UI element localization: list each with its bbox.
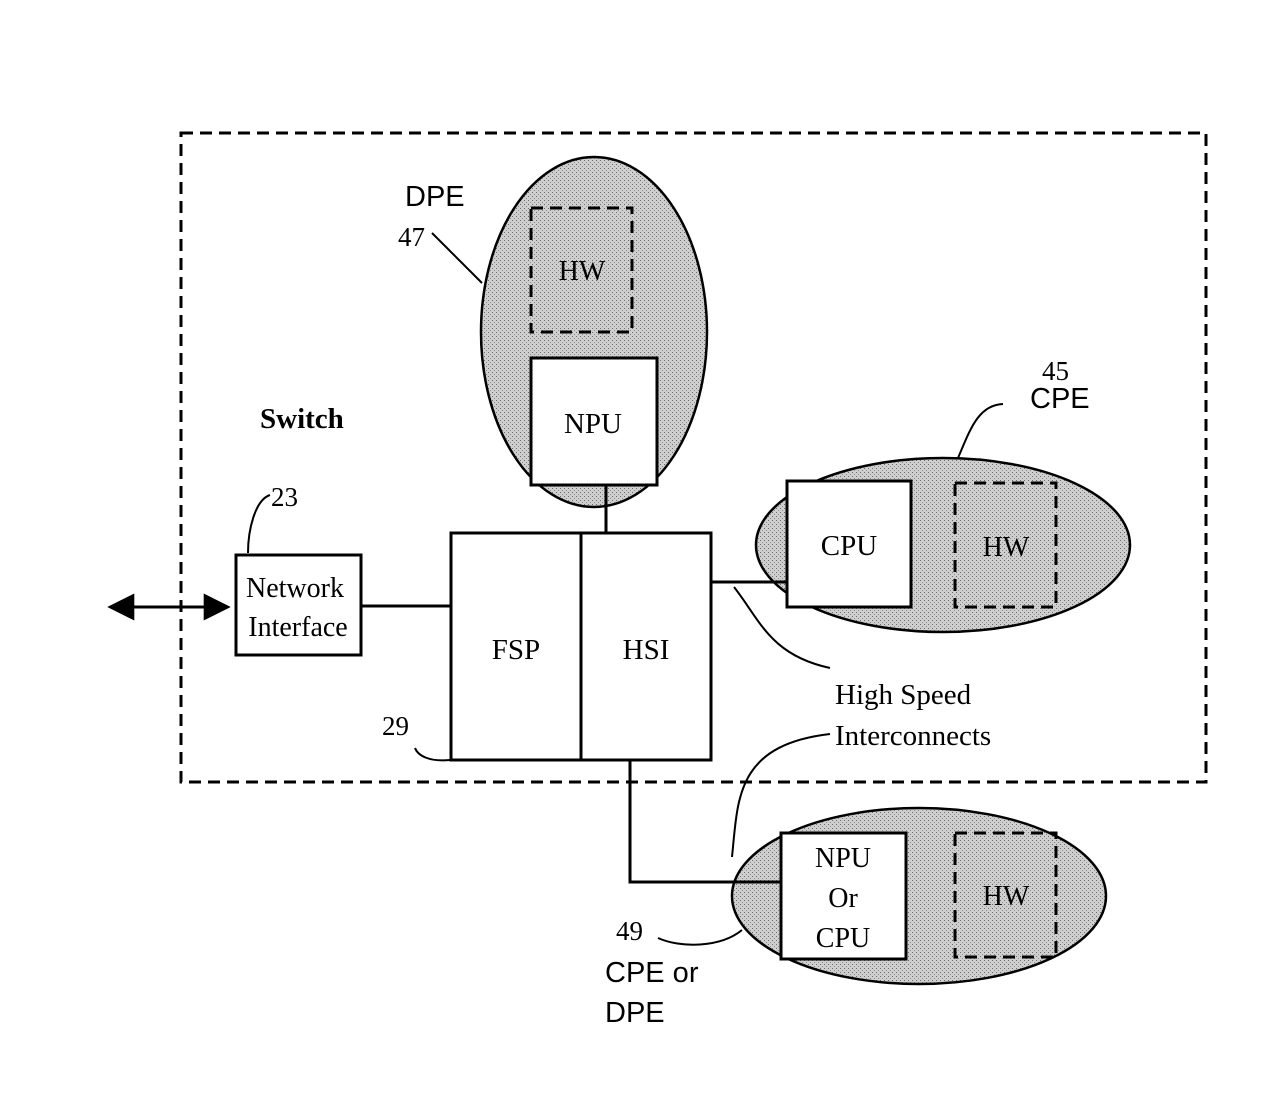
dpe-npu-label: NPU <box>564 408 622 440</box>
cpe-cpu-label: CPU <box>821 530 877 562</box>
interconnects-label-1: High Speed <box>835 679 972 711</box>
bottom-engine-title-1: CPE or <box>605 957 699 989</box>
bottom-unit-label-1: NPU <box>815 843 871 874</box>
bottom-unit-label-3: CPU <box>816 923 870 954</box>
interconnects-label-2: Interconnects <box>835 720 991 752</box>
ref-49: 49 <box>616 916 643 946</box>
ref-leader-29 <box>415 748 450 760</box>
fsp-label: FSP <box>492 634 540 666</box>
switch-label: Switch <box>260 403 344 435</box>
ref-29: 29 <box>382 711 409 741</box>
ref-leader-47 <box>432 233 482 283</box>
network-interface-label-1: Network <box>246 573 344 604</box>
cpe-title: CPE <box>1030 383 1090 415</box>
ref-23: 23 <box>271 482 298 512</box>
ref-leader-49 <box>658 930 742 945</box>
ref-leader-45 <box>958 404 1003 458</box>
dpe-hw-label: HW <box>559 256 606 287</box>
dpe-title: DPE <box>405 181 465 213</box>
ref-leader-23 <box>248 495 270 553</box>
cpe-hw-label: HW <box>983 532 1030 563</box>
bottom-engine-title-2: DPE <box>605 997 665 1029</box>
network-interface-label-2: Interface <box>248 612 347 643</box>
hsi-label: HSI <box>623 634 670 666</box>
ref-47: 47 <box>398 222 425 252</box>
ref-45: 45 <box>1042 356 1069 386</box>
bottom-unit-label-2: Or <box>828 883 858 914</box>
bottom-hw-label: HW <box>983 881 1030 912</box>
